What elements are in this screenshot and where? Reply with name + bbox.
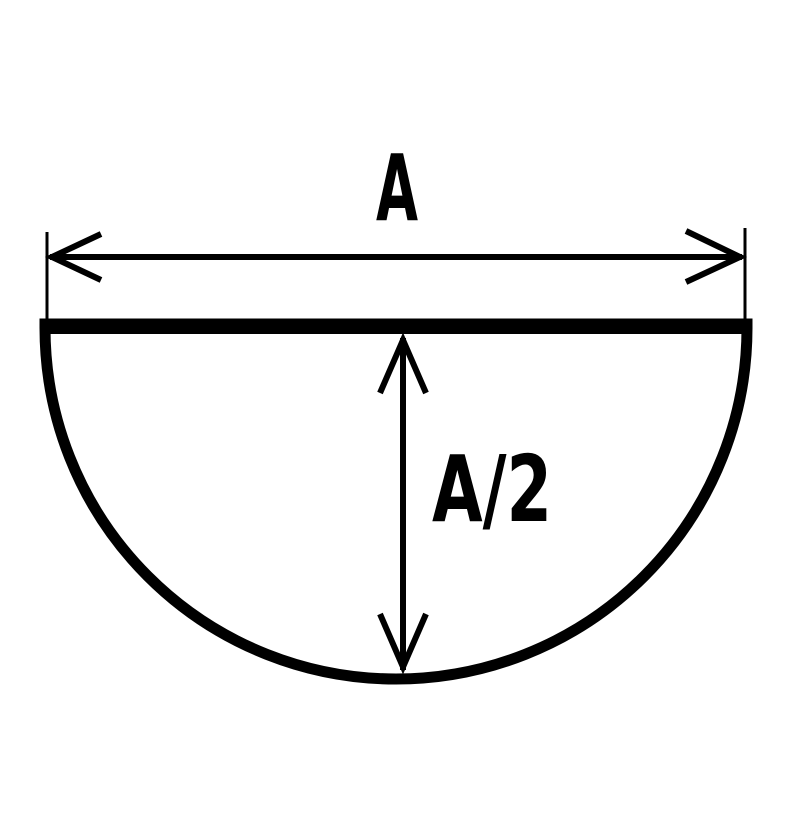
width-dimension-arrow	[44, 228, 748, 285]
width-label: A	[376, 135, 418, 242]
arrowhead-bottom	[377, 612, 429, 675]
arrowhead-left	[44, 231, 103, 283]
depth-label: A/2	[432, 436, 552, 543]
semicircle-outline	[39, 318, 753, 685]
arrowhead-top	[377, 332, 429, 395]
depth-dimension-arrow	[377, 332, 429, 675]
arrowhead-right	[684, 228, 748, 285]
